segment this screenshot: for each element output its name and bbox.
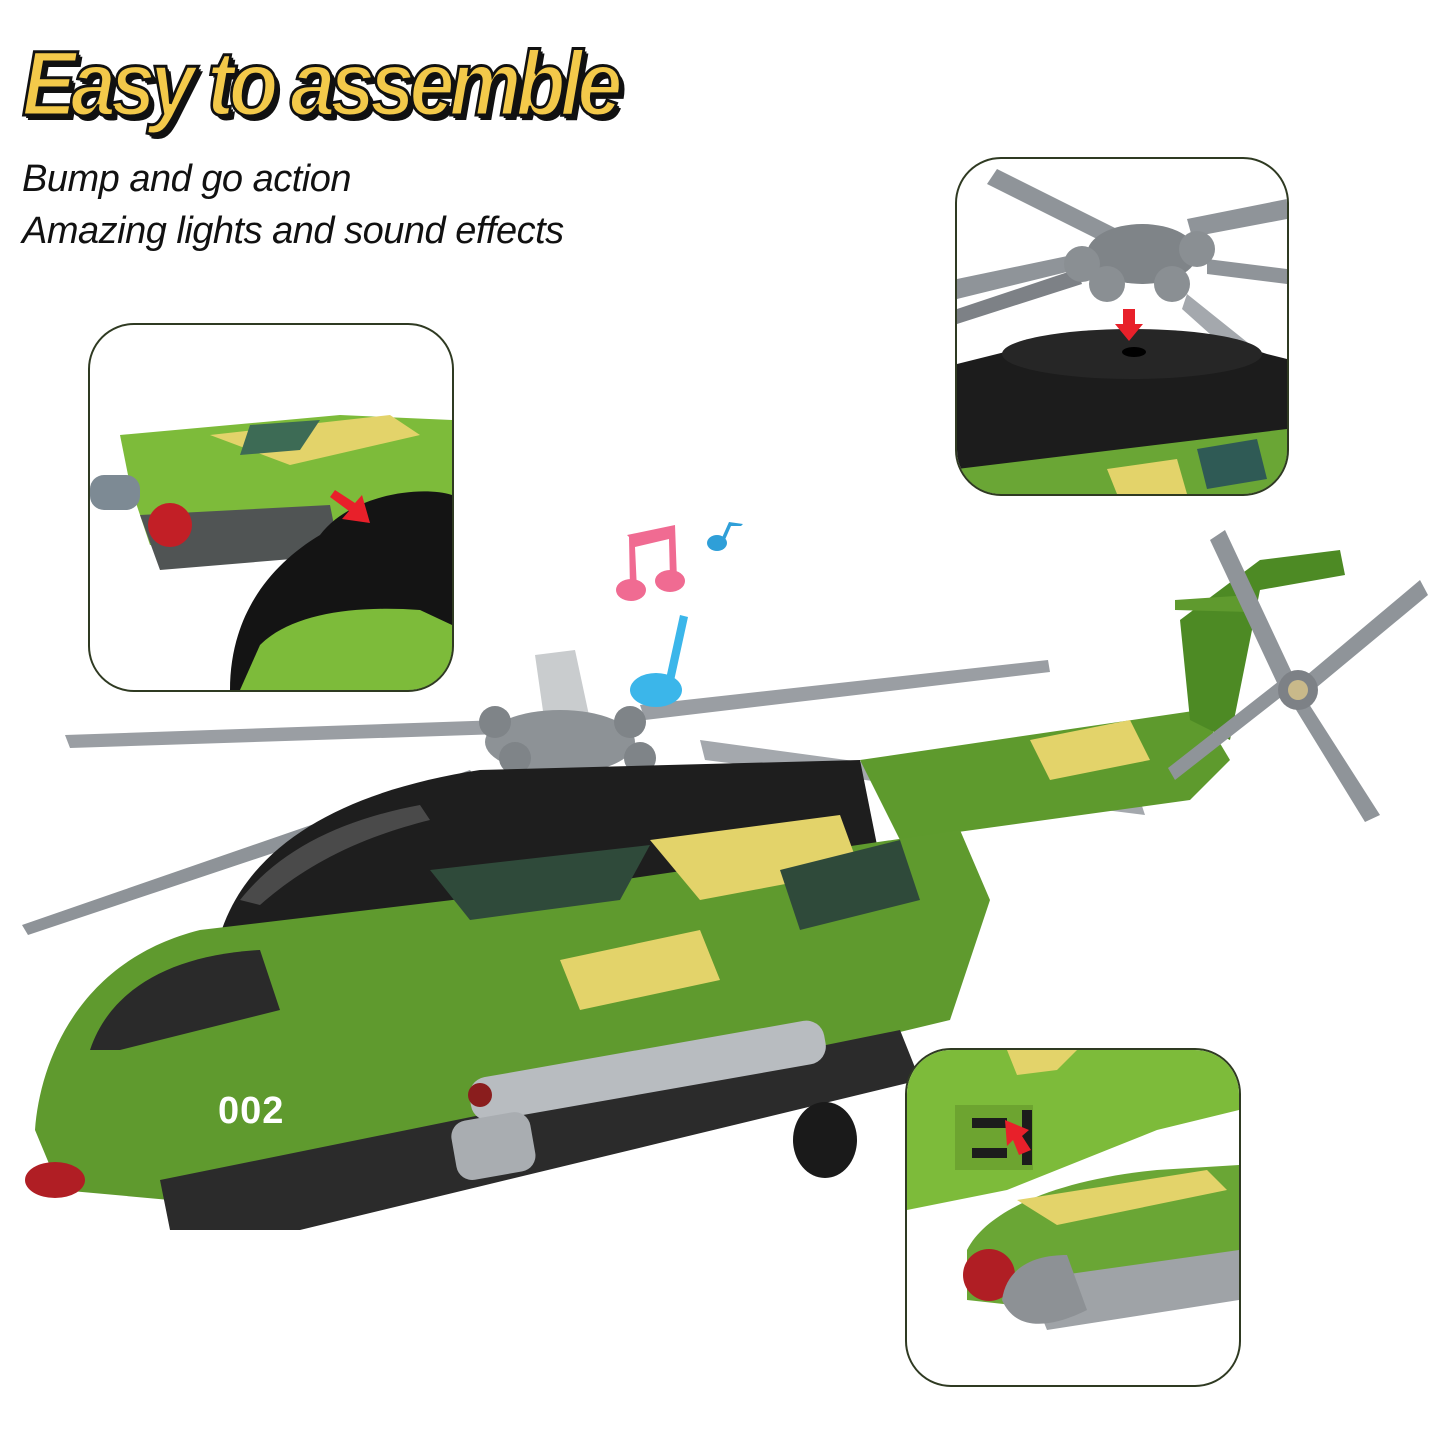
tail-number: 002 bbox=[218, 1090, 285, 1132]
feature-lights-sound: Amazing lights and sound effects bbox=[22, 210, 564, 252]
inset-weapon-pod-slot bbox=[905, 1048, 1241, 1387]
inset-rotor-hub-attach bbox=[955, 157, 1289, 496]
headline: Easy to assemble bbox=[21, 33, 624, 135]
red-arrow-up-left-icon bbox=[1005, 1120, 1031, 1155]
helicopter-product-photo bbox=[0, 500, 1445, 1260]
weapon-pod-icon bbox=[451, 1020, 826, 1180]
red-arrow-down-right-icon bbox=[330, 490, 370, 523]
music-note-small-blue-icon bbox=[703, 518, 748, 553]
music-note-pink-icon bbox=[615, 525, 690, 605]
red-arrow-down-icon bbox=[1115, 309, 1143, 341]
music-note-blue-icon bbox=[628, 615, 698, 710]
tail-rotor-icon bbox=[1168, 530, 1428, 822]
inset-side-pod-attach bbox=[88, 323, 454, 692]
feature-bump-and-go: Bump and go action bbox=[22, 158, 352, 200]
